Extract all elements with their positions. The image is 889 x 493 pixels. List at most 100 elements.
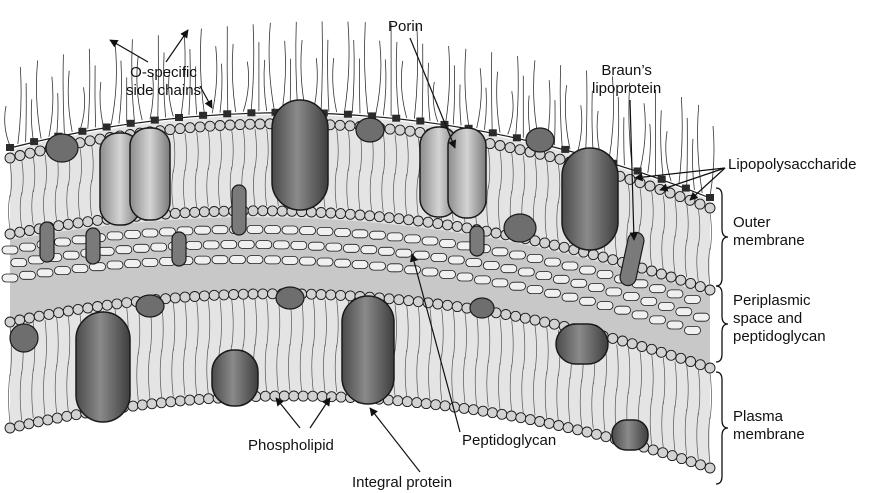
phospholipid-head	[695, 360, 705, 370]
outer-membrane-brace	[716, 188, 728, 286]
side-chain-fiber	[352, 40, 354, 113]
phospholipid-head	[385, 124, 395, 134]
peptidoglycan-unit	[378, 247, 394, 255]
phospholipid-head	[335, 120, 345, 130]
phospholipid-head	[433, 219, 443, 229]
phospholipid-head	[83, 217, 93, 227]
lps-block	[513, 134, 521, 141]
side-chain-fiber	[617, 97, 619, 163]
phospholipid-head	[520, 313, 530, 323]
side-chain-fiber	[687, 118, 688, 187]
lipid-tail	[710, 213, 712, 250]
peptidoglycan-unit	[448, 256, 464, 264]
peptidoglycan-unit	[658, 302, 674, 310]
phospholipid-head	[705, 285, 715, 295]
phospholipid-head	[308, 391, 318, 401]
side-chain-fiber	[465, 49, 469, 127]
phospholipid-head	[185, 123, 195, 133]
phospholipid-head	[205, 121, 215, 131]
phospholipid-head	[423, 217, 433, 227]
side-chain-fiber	[68, 71, 72, 132]
phospholipid-head	[656, 347, 666, 357]
phospholipid-head	[215, 121, 225, 131]
phospholipid-head	[598, 252, 608, 262]
phospholipid-head	[199, 207, 209, 217]
phospholipid-head	[656, 269, 666, 279]
phospholipid-head	[63, 306, 73, 316]
peptidoglycan-unit	[685, 326, 701, 334]
side-chain-fiber	[624, 117, 625, 165]
side-chain-fiber	[220, 64, 222, 113]
peptidoglycan-unit	[107, 232, 123, 240]
side-chain-fiber	[640, 103, 645, 170]
phospholipid-head	[316, 208, 326, 218]
peptidoglycan-unit	[352, 261, 368, 269]
side-chain-fiber	[212, 46, 217, 113]
peptidoglycan-unit	[125, 260, 141, 268]
phospholipid-head	[452, 221, 462, 231]
phospholipid-head	[666, 350, 676, 360]
side-chain-fiber	[383, 59, 386, 115]
phospholipid-head	[209, 207, 219, 217]
side-chain-fiber	[661, 110, 664, 178]
side-chain-fiber	[692, 139, 694, 190]
anchor-protein	[232, 185, 246, 235]
peptidoglycan-unit	[326, 243, 342, 251]
phospholipid-head	[676, 353, 686, 363]
phospholipid-head	[345, 209, 355, 219]
phospholipid-head	[147, 399, 157, 409]
phospholipid-head	[35, 146, 45, 156]
peri-label-line1: Periplasmic	[733, 292, 826, 310]
phospholipid-head	[73, 304, 83, 314]
plasma-label-line2: membrane	[733, 426, 805, 444]
brauns-lipoprotein-label: Braun’s lipoprotein	[592, 62, 661, 98]
side-chain-fiber	[119, 61, 122, 124]
phospholipid-head	[443, 220, 453, 230]
side-chain-fiber	[63, 54, 64, 133]
peptidoglycan-unit	[431, 254, 447, 262]
peptidoglycan-unit	[615, 306, 631, 314]
phospholipid-head	[608, 255, 618, 265]
peptidoglycan-unit	[2, 246, 18, 254]
phospholipid-head	[156, 398, 166, 408]
side-chain-fiber	[364, 22, 367, 114]
phospholipid-head	[195, 122, 205, 132]
phospholipid-head	[540, 238, 550, 248]
peptidoglycan-unit	[186, 241, 202, 249]
phospholipid-head	[443, 300, 453, 310]
lipid-tail	[9, 195, 11, 229]
phospholipid-head	[34, 311, 44, 321]
peptidoglycan-unit	[72, 265, 88, 273]
phospholipid-head	[5, 317, 15, 327]
peptidoglycan-unit	[466, 259, 482, 267]
lps-block	[6, 144, 14, 151]
small-protein	[46, 134, 78, 162]
peptidoglycan-unit	[212, 256, 228, 264]
phospholipid-head	[515, 145, 525, 155]
phospholipid-head	[245, 119, 255, 129]
peptidoglycan-unit	[571, 279, 587, 287]
peptidoglycan-unit	[693, 313, 709, 321]
lps-block	[392, 115, 400, 122]
peptidoglycan-unit	[107, 261, 123, 269]
phospholipid-head	[180, 292, 190, 302]
lps-block	[634, 168, 642, 175]
side-chain-fiber	[460, 85, 461, 126]
lps-block	[561, 146, 569, 153]
peptidoglycan-unit	[291, 241, 307, 249]
phospholipid-head	[563, 423, 573, 433]
peptidoglycan-unit	[483, 262, 499, 270]
peptidoglycan-unit	[361, 246, 377, 254]
phospholipid-head	[625, 174, 635, 184]
peptidoglycan-unit	[510, 282, 526, 290]
phospholipid-head	[336, 392, 346, 402]
outer-label-line1: Outer	[733, 214, 805, 232]
side-chain-fiber	[57, 93, 58, 135]
side-chain-fiber	[111, 44, 116, 125]
phospholipid-head	[647, 266, 657, 276]
phospholipid-head	[185, 395, 195, 405]
peptidoglycan-unit	[667, 290, 683, 298]
phospholipid-head	[505, 143, 515, 153]
peptidoglycan-unit	[256, 241, 272, 249]
phospholipid-head	[497, 409, 507, 419]
